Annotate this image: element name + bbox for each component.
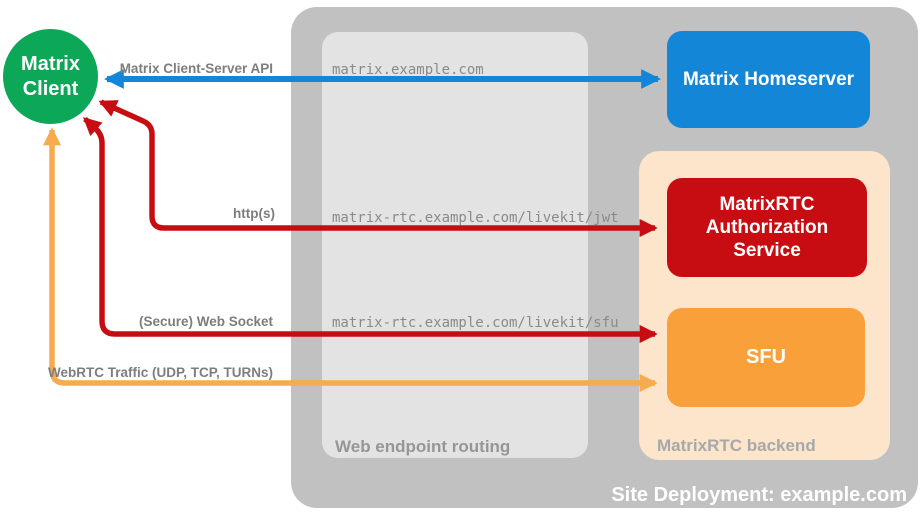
matrix-homeserver-label: Matrix Homeserver bbox=[682, 68, 855, 90]
sfu-label: SFU bbox=[746, 346, 786, 368]
endpoint-url-homeserver: matrix.example.com bbox=[332, 62, 484, 78]
matrix-homeserver-node: Matrix Homeserver bbox=[667, 31, 870, 128]
webrtc-traffic-label: WebRTC Traffic (UDP, TCP, TURNs) bbox=[47, 365, 273, 380]
web-endpoint-routing-box bbox=[322, 32, 588, 458]
sfu-node: SFU bbox=[667, 308, 865, 407]
web-socket-label: (Secure) Web Socket bbox=[138, 314, 273, 329]
site-deployment-label: Site Deployment: example.com bbox=[611, 484, 907, 506]
endpoint-url-jwt: matrix-rtc.example.com/livekit/jwt bbox=[332, 210, 619, 226]
endpoint-url-sfu: matrix-rtc.example.com/livekit/sfu bbox=[332, 315, 619, 331]
client-server-api-label: Matrix Client-Server API bbox=[119, 61, 273, 76]
matrix-client-node: Matrix Client bbox=[3, 29, 98, 124]
https-label: http(s) bbox=[233, 206, 275, 221]
matrixrtc-backend-label: MatrixRTC backend bbox=[657, 436, 816, 455]
matrixrtc-authorization-service-label: MatrixRTC Authorization Service bbox=[705, 194, 829, 261]
matrix-client-label-line1: Matrix bbox=[21, 52, 80, 75]
web-endpoint-routing-label: Web endpoint routing bbox=[335, 437, 511, 456]
matrix-client-label-line2: Client bbox=[22, 77, 79, 100]
matrixrtc-authorization-service-node: MatrixRTC Authorization Service bbox=[667, 178, 867, 277]
